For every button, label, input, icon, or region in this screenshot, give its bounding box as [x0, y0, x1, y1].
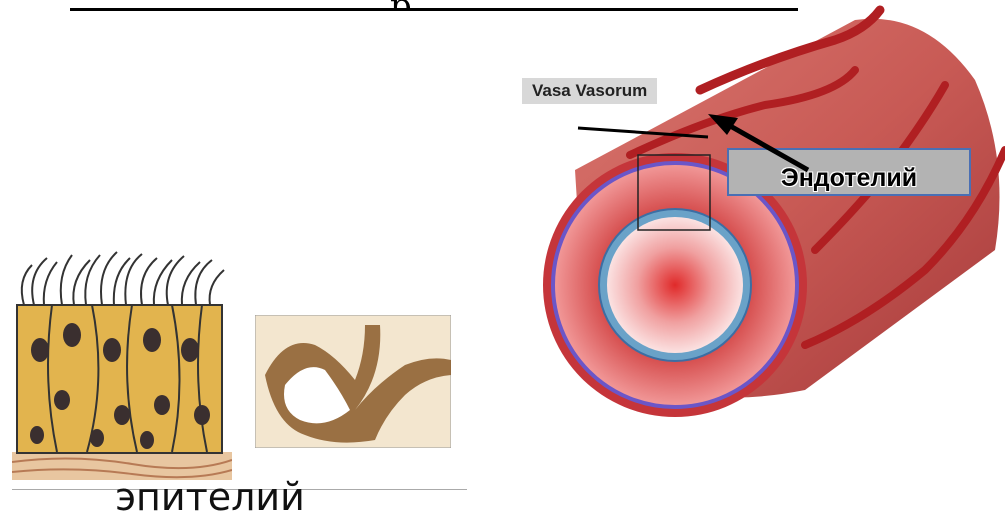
endothelium-label: Эндотелий	[781, 164, 917, 193]
ciliated-epithelium-illustration	[12, 240, 232, 480]
endothelium-label-box: Эндотелий	[727, 148, 971, 196]
title-fragment: р	[390, 0, 412, 11]
caption-epithelium: эпителий	[0, 478, 420, 516]
epithelium-micrograph	[255, 315, 451, 448]
cilia	[22, 252, 224, 305]
vasa-vasorum-label: Vasa Vasorum	[522, 78, 657, 104]
lumen	[607, 217, 743, 353]
blood-vessel-illustration	[505, 0, 1005, 420]
